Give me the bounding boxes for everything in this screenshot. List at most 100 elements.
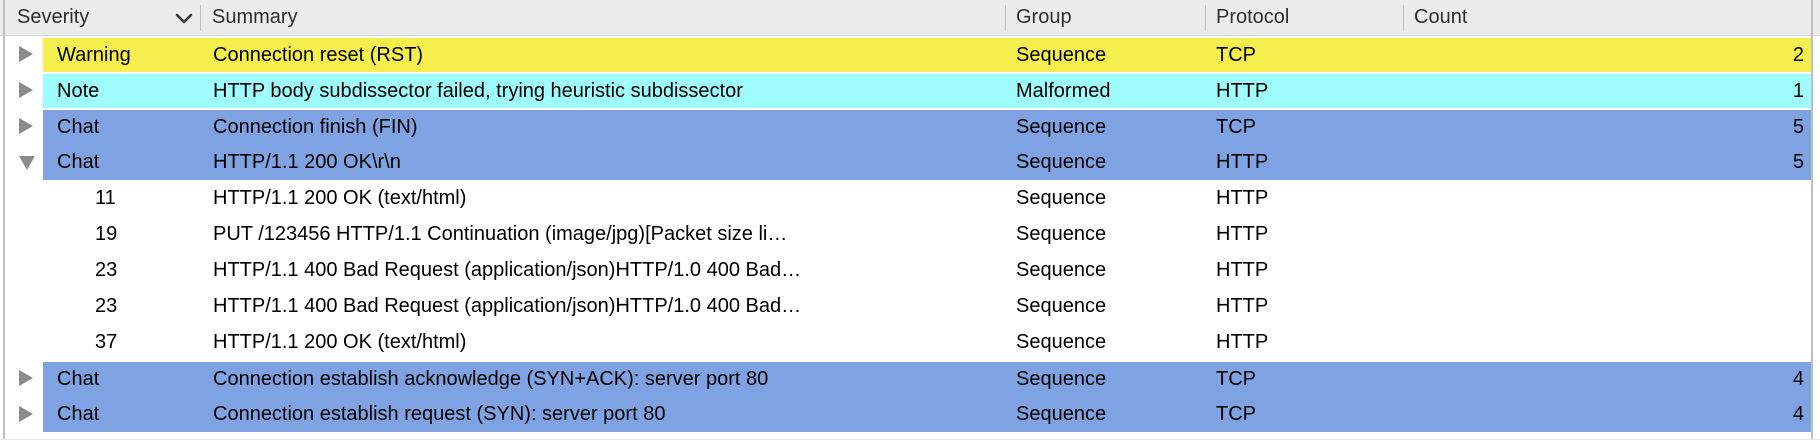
expert-row[interactable]: 23 HTTP/1.1 400 Bad Request (application… bbox=[0, 252, 1820, 288]
collapsed-triangle-icon[interactable] bbox=[19, 118, 33, 134]
column-divider[interactable] bbox=[1403, 5, 1404, 31]
summary-cell: PUT /123456 HTTP/1.1 Continuation (image… bbox=[213, 222, 788, 245]
expert-row[interactable]: 11 HTTP/1.1 200 OK (text/html) Sequence … bbox=[0, 180, 1820, 216]
row-band: 23 HTTP/1.1 400 Bad Request (application… bbox=[43, 252, 1812, 288]
expert-row[interactable]: Chat Connection finish (FIN) Sequence TC… bbox=[0, 108, 1820, 144]
count-cell: 2 bbox=[1792, 43, 1804, 66]
severity-cell: 19 bbox=[95, 222, 118, 245]
summary-cell: HTTP body subdissector failed, trying he… bbox=[213, 79, 743, 102]
protocol-cell: TCP bbox=[1216, 115, 1256, 138]
severity-cell: Chat bbox=[57, 150, 100, 173]
row-band: Chat Connection establish request (SYN):… bbox=[43, 396, 1812, 432]
protocol-cell: HTTP bbox=[1216, 294, 1269, 317]
row-band: Chat HTTP/1.1 200 OK\r\n Sequence HTTP 5 bbox=[43, 144, 1812, 180]
group-cell: Sequence bbox=[1016, 43, 1107, 66]
count-cell bbox=[1403, 216, 1812, 252]
chevron-down-icon bbox=[175, 13, 193, 24]
row-band: 37 HTTP/1.1 200 OK (text/html) Sequence … bbox=[43, 324, 1812, 360]
window-left-border bbox=[3, 0, 5, 440]
column-header-severity[interactable]: Severity bbox=[17, 6, 90, 28]
expert-row[interactable]: 19 PUT /123456 HTTP/1.1 Continuation (im… bbox=[0, 216, 1820, 252]
column-divider[interactable] bbox=[200, 5, 201, 31]
protocol-cell: TCP bbox=[1216, 402, 1256, 425]
expert-row[interactable]: 37 HTTP/1.1 200 OK (text/html) Sequence … bbox=[0, 324, 1820, 360]
group-cell: Sequence bbox=[1016, 186, 1107, 209]
group-cell: Sequence bbox=[1016, 330, 1107, 353]
expert-row[interactable]: Chat Connection establish request (SYN):… bbox=[0, 396, 1820, 432]
column-divider[interactable] bbox=[1205, 5, 1206, 31]
collapsed-triangle-icon[interactable] bbox=[19, 46, 33, 62]
column-header-group[interactable]: Group bbox=[1016, 6, 1072, 28]
row-band: 19 PUT /123456 HTTP/1.1 Continuation (im… bbox=[43, 216, 1812, 252]
severity-cell: Chat bbox=[57, 402, 100, 425]
row-band: 11 HTTP/1.1 200 OK (text/html) Sequence … bbox=[43, 180, 1812, 216]
tree-indent-zone bbox=[0, 252, 43, 288]
group-cell: Malformed bbox=[1016, 79, 1111, 102]
row-band: Note HTTP body subdissector failed, tryi… bbox=[43, 72, 1812, 108]
expert-row[interactable]: Chat Connection establish acknowledge (S… bbox=[0, 360, 1820, 396]
count-cell: 1 bbox=[1792, 79, 1804, 102]
group-cell: Sequence bbox=[1016, 258, 1107, 281]
count-cell bbox=[1403, 252, 1812, 288]
summary-cell: HTTP/1.1 400 Bad Request (application/js… bbox=[213, 258, 802, 281]
window-right-border bbox=[1811, 0, 1813, 440]
count-cell: 5 bbox=[1792, 150, 1804, 173]
severity-cell: Chat bbox=[57, 115, 100, 138]
expert-row[interactable]: Chat HTTP/1.1 200 OK\r\n Sequence HTTP 5 bbox=[0, 144, 1820, 180]
severity-cell: 37 bbox=[95, 330, 118, 353]
expanded-triangle-icon[interactable] bbox=[19, 156, 35, 170]
row-band: 23 HTTP/1.1 400 Bad Request (application… bbox=[43, 288, 1812, 324]
column-divider[interactable] bbox=[1005, 5, 1006, 31]
tree-indent-zone bbox=[0, 180, 43, 216]
group-cell: Sequence bbox=[1016, 222, 1107, 245]
count-cell bbox=[1403, 288, 1812, 324]
tree-indent-zone bbox=[0, 288, 43, 324]
row-band: Chat Connection establish acknowledge (S… bbox=[43, 360, 1812, 396]
protocol-cell: HTTP bbox=[1216, 150, 1269, 173]
count-cell: 4 bbox=[1792, 402, 1804, 425]
column-header-protocol[interactable]: Protocol bbox=[1216, 6, 1290, 28]
group-cell: Sequence bbox=[1016, 115, 1107, 138]
group-cell: Sequence bbox=[1016, 402, 1107, 425]
severity-cell: Warning bbox=[57, 43, 131, 66]
summary-cell: HTTP/1.1 200 OK (text/html) bbox=[213, 186, 467, 209]
tree-indent-zone bbox=[0, 216, 43, 252]
expert-row[interactable]: 23 HTTP/1.1 400 Bad Request (application… bbox=[0, 288, 1820, 324]
tree-indent-zone bbox=[0, 144, 43, 180]
summary-cell: HTTP/1.1 200 OK (text/html) bbox=[213, 330, 467, 353]
protocol-cell: HTTP bbox=[1216, 258, 1269, 281]
tree-indent-zone bbox=[0, 360, 43, 396]
count-cell bbox=[1403, 324, 1812, 360]
summary-cell: Connection establish acknowledge (SYN+AC… bbox=[213, 367, 769, 390]
count-cell: 4 bbox=[1792, 367, 1804, 390]
protocol-cell: HTTP bbox=[1216, 186, 1269, 209]
expert-row[interactable]: Warning Connection reset (RST) Sequence … bbox=[0, 36, 1820, 72]
collapsed-triangle-icon[interactable] bbox=[19, 406, 33, 422]
column-header-summary[interactable]: Summary bbox=[212, 6, 298, 28]
count-cell bbox=[1403, 180, 1812, 216]
expert-table-body: Warning Connection reset (RST) Sequence … bbox=[0, 36, 1820, 432]
collapsed-triangle-icon[interactable] bbox=[19, 82, 33, 98]
table-header: Severity Summary Group Protocol Count bbox=[0, 0, 1820, 36]
tree-indent-zone bbox=[0, 36, 43, 72]
group-cell: Sequence bbox=[1016, 294, 1107, 317]
severity-cell: 11 bbox=[95, 186, 116, 209]
tree-indent-zone bbox=[0, 396, 43, 432]
severity-cell: 23 bbox=[95, 258, 118, 281]
protocol-cell: TCP bbox=[1216, 43, 1256, 66]
tree-indent-zone bbox=[0, 108, 43, 144]
severity-cell: Note bbox=[57, 79, 100, 102]
summary-cell: HTTP/1.1 200 OK\r\n bbox=[213, 150, 401, 173]
column-header-count[interactable]: Count bbox=[1414, 6, 1468, 28]
summary-cell: HTTP/1.1 400 Bad Request (application/js… bbox=[213, 294, 802, 317]
row-band: Chat Connection finish (FIN) Sequence TC… bbox=[43, 108, 1812, 144]
summary-cell: Connection reset (RST) bbox=[213, 43, 424, 66]
severity-cell: Chat bbox=[57, 367, 100, 390]
summary-cell: Connection finish (FIN) bbox=[213, 115, 418, 138]
collapsed-triangle-icon[interactable] bbox=[19, 370, 33, 386]
severity-cell: 23 bbox=[95, 294, 118, 317]
group-cell: Sequence bbox=[1016, 150, 1107, 173]
group-cell: Sequence bbox=[1016, 367, 1107, 390]
expert-row[interactable]: Note HTTP body subdissector failed, tryi… bbox=[0, 72, 1820, 108]
